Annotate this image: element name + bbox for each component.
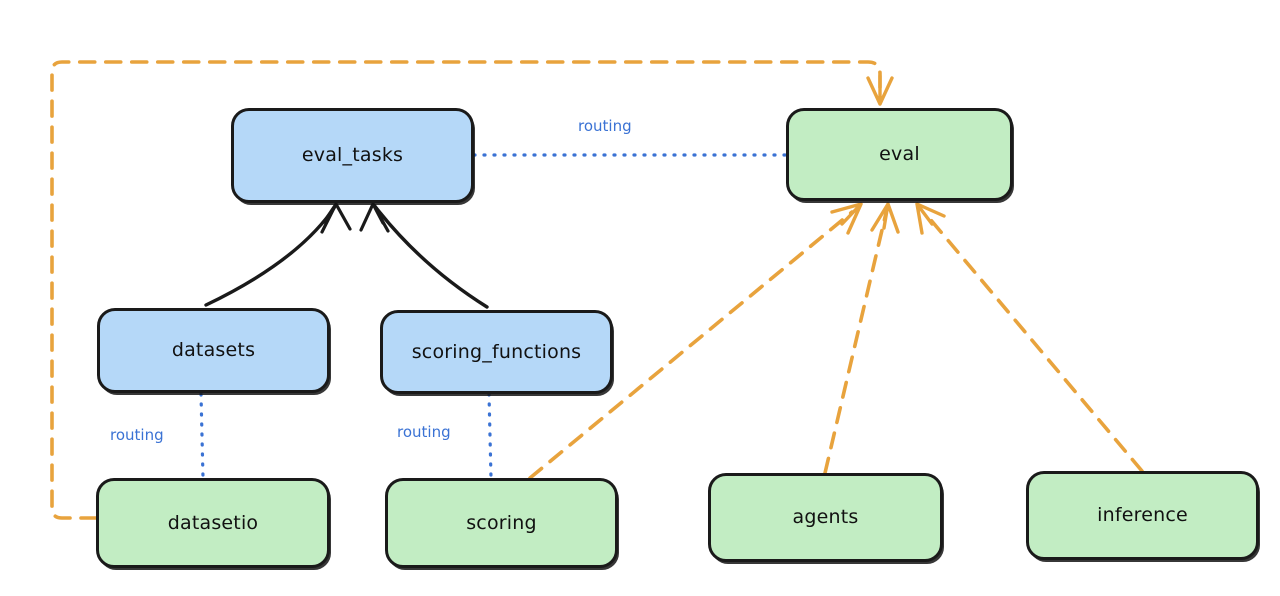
- edge-label-routing-datasets-datasetio: routing: [110, 426, 164, 444]
- node-label-agents: agents: [792, 506, 859, 529]
- node-datasetio[interactable]: datasetio: [96, 478, 330, 568]
- node-datasets[interactable]: datasets: [97, 308, 330, 393]
- edge-scoring-functions-to-eval-tasks: [359, 202, 489, 309]
- edge-label-routing-scoring-functions-scoring: routing: [397, 423, 451, 441]
- node-scoring[interactable]: scoring: [385, 478, 618, 568]
- edge-scoring-functions-to-scoring: [487, 392, 493, 480]
- node-eval-tasks[interactable]: eval_tasks: [231, 108, 474, 203]
- node-inference[interactable]: inference: [1026, 471, 1259, 560]
- node-label-datasetio: datasetio: [167, 511, 259, 534]
- node-label-inference: inference: [1097, 504, 1188, 527]
- edge-datasets-to-datasetio: [199, 392, 205, 480]
- edge-inference-to-eval: [915, 202, 1144, 473]
- edge-agents-to-eval: [823, 202, 900, 475]
- node-label-datasets: datasets: [171, 339, 256, 362]
- edge-datasets-to-eval-tasks: [204, 202, 352, 307]
- node-label-scoring-functions: scoring_functions: [411, 340, 582, 363]
- node-agents[interactable]: agents: [708, 473, 943, 562]
- node-label-scoring: scoring: [466, 511, 537, 534]
- node-scoring-functions[interactable]: scoring_functions: [380, 310, 613, 394]
- edge-label-routing-eval-tasks-eval: routing: [578, 117, 632, 135]
- node-label-eval-tasks: eval_tasks: [301, 144, 404, 167]
- node-label-eval: eval: [879, 143, 920, 166]
- node-eval[interactable]: eval: [786, 108, 1013, 201]
